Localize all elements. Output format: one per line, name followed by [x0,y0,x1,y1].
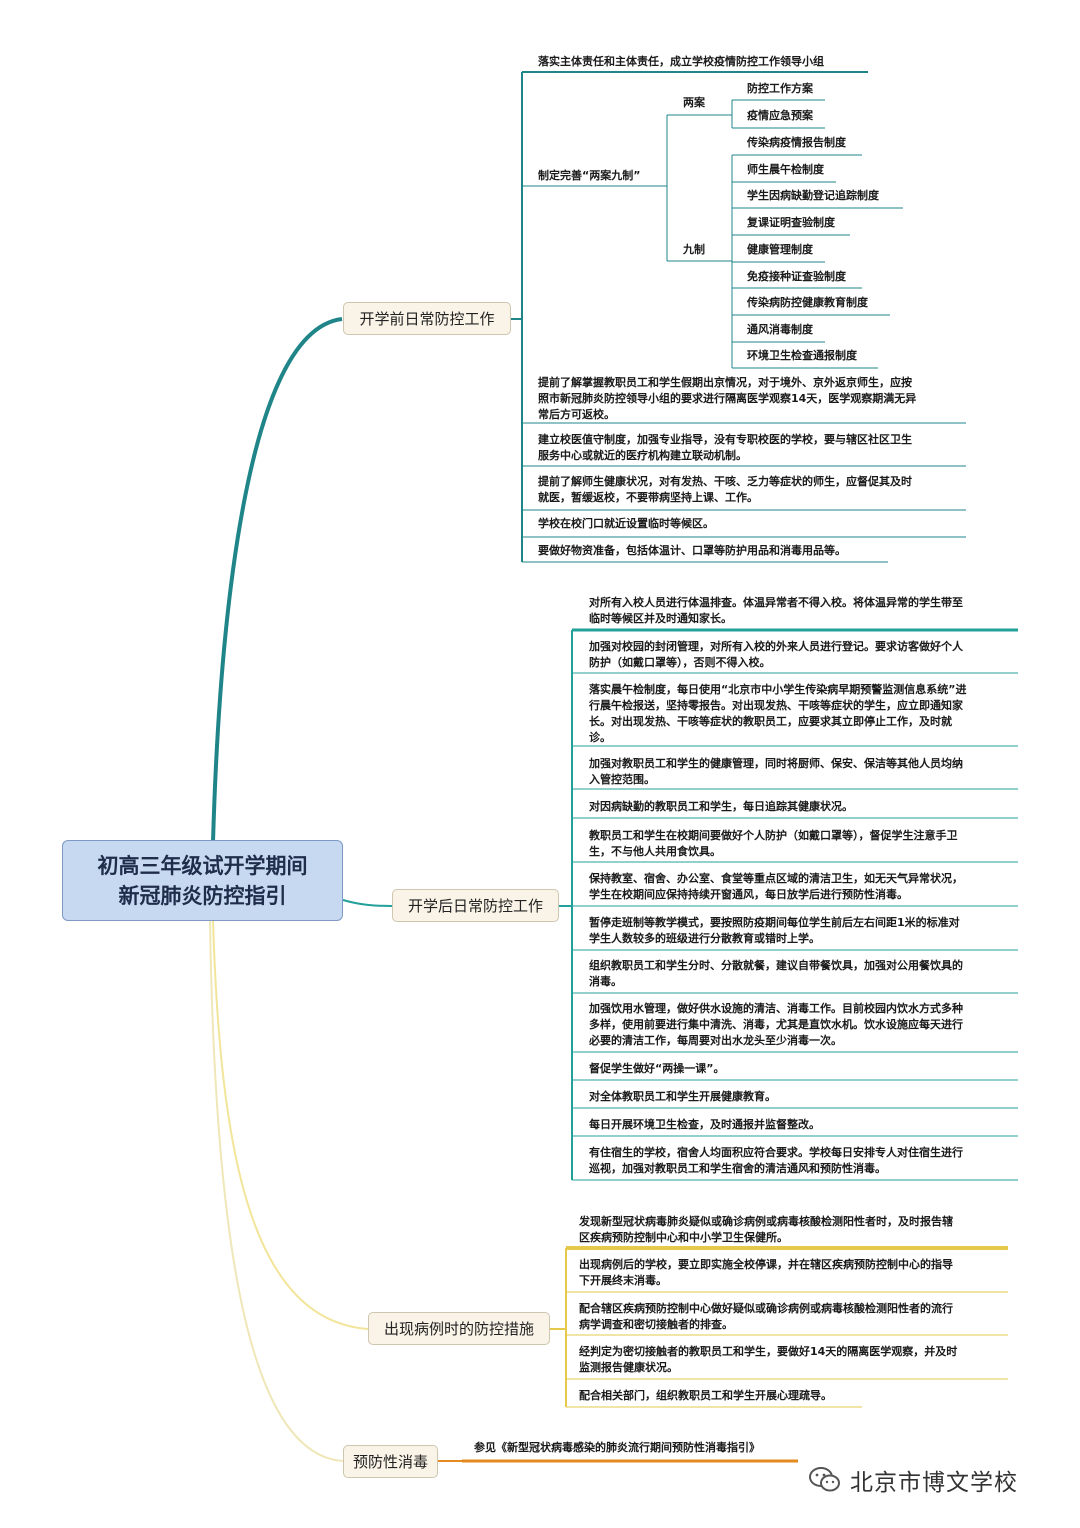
jiu-zhi-item: 师生晨午检制度 [747,163,824,176]
branch-label: 开学前日常防控工作 [359,310,495,328]
branch-case-response: 出现病例时的防控措施 [368,1312,550,1345]
before-item-4: 建立校医值守制度，加强专业指导，没有专职校医的学校，要与辖区社区卫生 服务中心或… [538,433,912,462]
watermark-text: 北京市博文学校 [850,1470,1018,1496]
before-item-6: 学校在校门口就近设置临时等候区。 [538,517,714,530]
after-item: 保持教室、宿舍、办公室、食堂等重点区域的清洁卫生，如无天气异常状况， 学生在校期… [589,872,963,901]
branch-label: 预防性消毒 [352,1453,428,1471]
jiu-zhi-item: 环境卫生检查通报制度 [747,349,857,362]
after-item: 对全体教职员工和学生开展健康教育。 [589,1090,776,1103]
jiu-zhi-item: 传染病防控健康教育制度 [747,296,868,309]
branch-label: 出现病例时的防控措施 [383,1320,534,1338]
branch-after-school: 开学后日常防控工作 [392,889,559,922]
jiu-zhi-item: 学生因病缺勤登记追踪制度 [747,189,879,202]
case-item: 经判定为密切接触者的教职员工和学生，要做好14天的隔离医学观察，并及时 监测报告… [579,1345,958,1374]
jiu-zhi-item: 复课证明查验制度 [747,216,835,229]
jiu-zhi-item: 免疫接种证查验制度 [747,270,846,283]
disinfection-item: 参见《新型冠状病毒感染的肺炎流行期间预防性消毒指引》 [474,1441,760,1454]
after-item: 落实晨午检制度，每日使用“北京市中小学生传染病早期预警监测信息系统”进 行晨午检… [589,683,967,744]
jiu-zhi-item: 传染病疫情报告制度 [747,136,846,149]
jiu-zhi-item: 健康管理制度 [747,243,813,256]
liang-an-label: 两案 [683,96,705,109]
wechat-icon [809,1467,840,1492]
after-item: 暂停走班制等教学模式，要按照防疫期间每位学生前后左右间距1米的标准对 学生人数较… [589,916,960,945]
case-item: 发现新型冠状病毒肺炎疑似或确诊病例或病毒核酸检测阳性者时，及时报告辖 区疾病预防… [579,1215,953,1244]
case-item: 出现病例后的学校，要立即实施全校停课，并在辖区疾病预防控制中心的指导 下开展终末… [579,1258,953,1287]
liang-an-item: 疫情应急预案 [747,109,813,122]
root-topic: 初高三年级试开学期间 新冠肺炎防控指引 [62,840,343,921]
after-item: 对因病缺勤的教职员工和学生，每日追踪其健康状况。 [589,800,853,813]
after-item: 组织教职员工和学生分时、分散就餐，建议自带餐饮具，加强对公用餐饮具的 消毒。 [589,959,963,988]
branch-preventive-disinfection: 预防性消毒 [343,1445,438,1478]
branch-before-school: 开学前日常防控工作 [343,302,511,335]
after-item: 督促学生做好“两操一课”。 [589,1062,725,1075]
liang-an-item: 防控工作方案 [747,82,813,95]
after-item: 教职员工和学生在校期间要做好个人防护（如戴口罩等），督促学生注意手卫 生，不与他… [589,829,958,858]
after-item: 加强对教职员工和学生的健康管理，同时将厨师、保安、保洁等其他人员均纳 入管控范围… [589,757,963,786]
watermark: 北京市博文学校 [808,1460,1058,1500]
before-item-7: 要做好物资准备，包括体温计、口罩等防护用品和消毒用品等。 [538,544,846,557]
after-item: 加强饮用水管理，做好供水设施的清洁、消毒工作。目前校园内饮水方式多种 多样，使用… [589,1002,963,1047]
before-item-3: 提前了解掌握教职员工和学生假期出京情况，对于境外、京外返京师生，应按 照市新冠肺… [538,376,917,421]
root-title-line2: 新冠肺炎防控指引 [118,882,287,908]
jiu-zhi-label: 九制 [683,243,705,256]
case-item: 配合辖区疾病预防控制中心做好疑似或确诊病例或病毒核酸检测阳性者的流行 病学调查和… [579,1302,953,1331]
before-item-2: 制定完善“两案九制” [538,169,641,182]
branch-label: 开学后日常防控工作 [407,897,543,915]
case-item: 配合相关部门，组织教职员工和学生开展心理疏导。 [579,1389,832,1402]
before-item-1: 落实主体责任和主体责任，成立学校疫情防控工作领导小组 [538,55,824,68]
before-item-5: 提前了解师生健康状况，对有发热、干咳、乏力等症状的师生，应督促其及时 就医，暂缓… [538,475,912,504]
root-title-line1: 初高三年级试开学期间 [97,852,308,878]
after-item: 每日开展环境卫生检查，及时通报并监督整改。 [589,1118,820,1131]
after-item: 对所有入校人员进行体温排查。体温异常者不得入校。将体温异常的学生带至 临时等候区… [589,596,963,625]
after-item: 加强对校园的封闭管理，对所有入校的外来人员进行登记。要求访客做好个人 防护（如戴… [589,640,963,669]
jiu-zhi-item: 通风消毒制度 [747,323,813,336]
after-item: 有住宿生的学校，宿舍人均面积应符合要求。学校每日安排专人对住宿生进行 巡视，加强… [589,1146,963,1175]
